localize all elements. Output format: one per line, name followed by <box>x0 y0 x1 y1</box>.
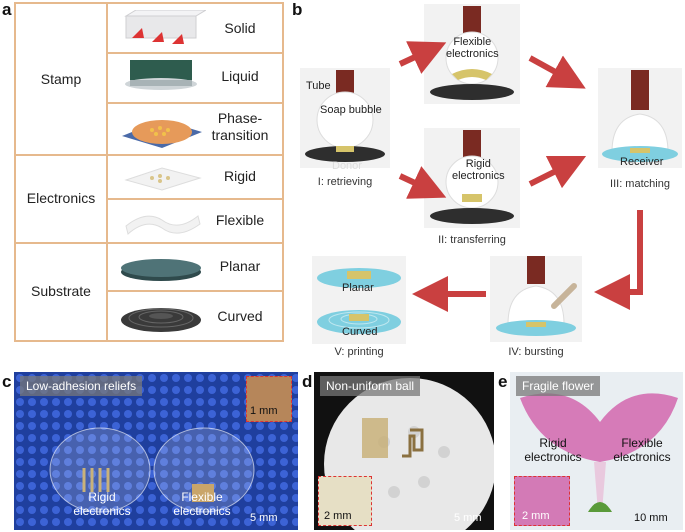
panel-b-label: b <box>292 0 303 19</box>
step-printing-illustration <box>312 256 406 344</box>
step-retrieving-illustration <box>300 68 390 168</box>
arrow-ii-rigid-to-iii <box>528 155 587 189</box>
panel-c-label: c <box>2 372 12 391</box>
step-bursting-illustration <box>490 256 582 342</box>
category-electronics: Electronics <box>26 190 96 206</box>
panel-e-label: e <box>498 372 508 391</box>
panel-e-tag: Fragile flower <box>516 376 601 396</box>
row-label-phase-transition: Phase- transition <box>211 110 269 143</box>
panel-c-flexible-label: Flexible electronics <box>173 490 231 518</box>
panel-e-rigid-label: Rigid electronics <box>524 436 582 464</box>
annot-tube: Tube <box>306 80 331 92</box>
annot-receiver: Receiver <box>620 156 664 168</box>
panel-d-tag: Non-uniform ball <box>320 376 421 396</box>
rigid-electronics-illustration <box>124 167 202 191</box>
panel-c-inset-scale: 1 mm <box>250 405 278 417</box>
arrow-i-to-ii-rigid <box>398 166 447 199</box>
panel-c-inset <box>246 376 292 422</box>
panel-e-photo: Fragile flower Rigid electronics Flexibl… <box>510 372 683 530</box>
step-matching-illustration <box>598 68 682 168</box>
panel-a-label: a <box>2 0 12 19</box>
step-transferring-flexible-illustration <box>424 4 520 104</box>
row-label-solid: Solid <box>224 20 256 36</box>
category-substrate: Substrate <box>31 283 91 299</box>
panel-e-inset <box>514 476 570 526</box>
annot-planar: Planar <box>342 282 374 294</box>
row-label-planar: Planar <box>219 258 261 274</box>
step-label-bursting: IV: bursting <box>508 346 564 358</box>
annot-soap-bubble: Soap bubble <box>320 104 382 116</box>
arrow-ii-flexible-to-iii <box>528 55 586 89</box>
phase-transition-stamp-illustration <box>122 120 202 148</box>
annot-curved: Curved <box>342 326 378 338</box>
arrow-iii-to-iv <box>594 210 643 310</box>
panel-e-flexible-label: Flexible electronics <box>613 436 671 464</box>
flexible-electronics-illustration <box>125 215 201 235</box>
step-label-matching: III: matching <box>610 178 670 190</box>
planar-substrate-illustration <box>121 259 201 281</box>
panel-d-scale: 5 mm <box>454 512 482 524</box>
panel-d-inset-scale: 2 mm <box>324 510 352 522</box>
annot-rigid-electronics: Rigid electronics <box>452 158 505 182</box>
liquid-stamp-illustration <box>125 60 197 90</box>
panel-c-rigid-label: Rigid electronics <box>73 490 131 518</box>
row-label-liquid: Liquid <box>221 68 259 84</box>
category-stamp: Stamp <box>40 71 82 87</box>
panel-a-table: Stamp Electronics Substrate <box>14 2 284 342</box>
panel-d-inset <box>318 476 372 526</box>
step-label-retrieving: I: retrieving <box>317 176 373 188</box>
step-label-transferring: II: transferring <box>438 234 506 246</box>
process-arrows <box>398 41 643 312</box>
panel-e-inset-scale: 2 mm <box>522 510 550 522</box>
annot-donor: Donor <box>332 160 362 172</box>
annot-flexible-electronics: Flexible electronics <box>446 36 499 60</box>
curved-substrate-illustration <box>121 308 201 332</box>
panel-d-label: d <box>302 372 313 391</box>
row-label-rigid: Rigid <box>224 168 256 184</box>
arrow-i-to-ii-flexible <box>398 41 447 74</box>
panel-e-scale: 10 mm <box>634 512 668 524</box>
row-label-curved: Curved <box>217 308 263 324</box>
solid-stamp-illustration <box>124 10 206 44</box>
panel-c-tag: Low-adhesion reliefs <box>20 376 143 396</box>
panel-c-photo: Low-adhesion reliefs 1 mm Rigid electron… <box>14 372 298 530</box>
panel-d-photo: Non-uniform ball 2 mm 5 mm <box>314 372 494 530</box>
panel-c-scale: 5 mm <box>250 512 278 524</box>
step-label-printing: V: printing <box>334 346 384 358</box>
row-label-flexible: Flexible <box>215 212 265 228</box>
